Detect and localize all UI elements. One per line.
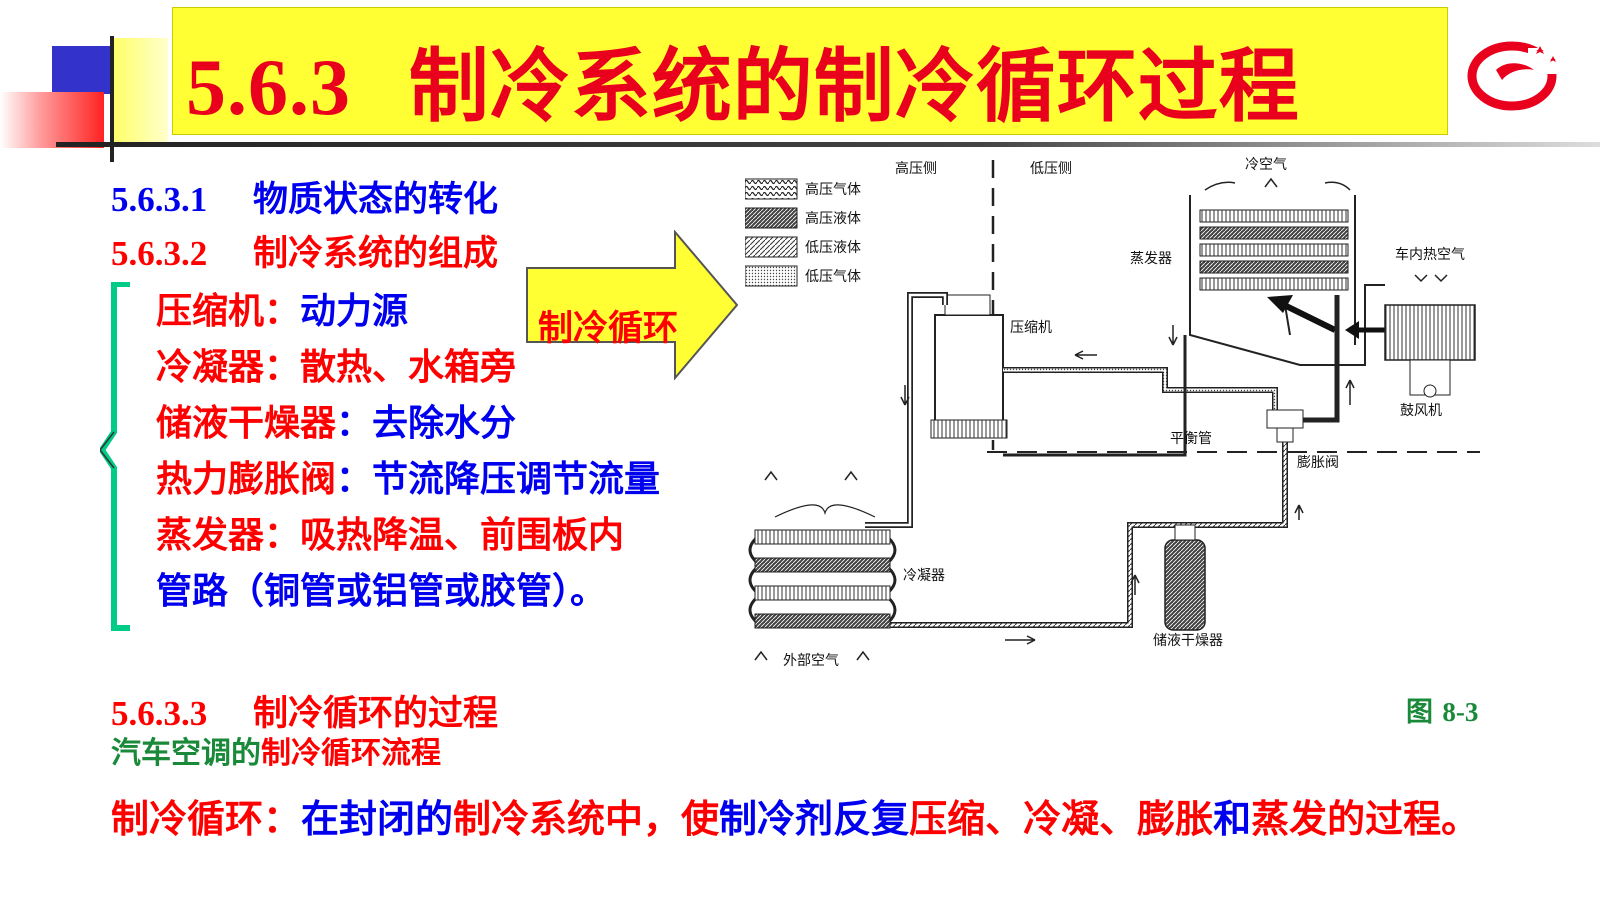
component-expansion-valve: 热力膨胀阀：节流降压调节流量 (156, 459, 661, 500)
legend-low-gas: 低压气体 (805, 269, 861, 285)
corner-deco-red (0, 92, 104, 148)
component-compressor: 压缩机：动力源 (156, 291, 409, 332)
evaporator-coil (1199, 209, 1349, 291)
section-5-6-3-1: 5.6.3.1 物质状态的转化 (111, 171, 498, 222)
legend-high-gas: 高压气体 (805, 181, 861, 198)
curly-brace (100, 282, 130, 631)
university-logo-icon (1467, 41, 1562, 111)
label-evaporator: 蒸发器 (1130, 251, 1172, 267)
label-high-side: 高压侧 (895, 160, 937, 177)
expansion-valve (1266, 409, 1304, 443)
legend-high-liquid: 高压液体 (805, 210, 861, 227)
title-number: 5.6.3 (186, 44, 351, 132)
corner-deco-blue (52, 46, 116, 94)
figure-caption: 图 8-3 (1406, 697, 1479, 728)
blower-fan (1384, 304, 1476, 398)
section-number: 5.6.3.2 (111, 234, 208, 273)
component-condenser: 冷凝器：散热、水箱旁 (156, 347, 517, 388)
refrigeration-cycle-diagram: 高压气体 高压液体 低压液体 低压气体 高压侧 低压侧 冷空气 蒸发器 车内热空… (745, 157, 1480, 669)
arrow-label: 制冷循环 (538, 309, 679, 349)
corner-deco-yellow (112, 38, 168, 146)
legend: 高压气体 高压液体 低压液体 低压气体 (745, 178, 861, 287)
title-underline (56, 142, 1600, 147)
section-label: 物质状态的转化 (253, 180, 499, 220)
cycle-arrow (526, 230, 739, 380)
label-low-side: 低压侧 (1030, 161, 1072, 177)
receiver-drier (1164, 524, 1206, 631)
title-label: 制冷系统的制冷循环过程 (408, 40, 1300, 133)
label-compressor: 压缩机 (1010, 320, 1052, 336)
cycle-definition: 制冷循环：在封闭的制冷系统中，使制冷剂反复压缩、冷凝、膨胀和蒸发的过程。 (111, 797, 1480, 841)
label-condenser: 冷凝器 (903, 568, 945, 584)
component-evaporator: 蒸发器：吸热降温、前围板内 (156, 515, 625, 556)
section-label: 制冷循环的过程 (253, 694, 499, 734)
corner-vertical-line (110, 36, 114, 162)
label-cabin-hot-air: 车内热空气 (1395, 246, 1465, 263)
label-expansion-valve: 膨胀阀 (1297, 454, 1339, 471)
section-5-6-3-3: 5.6.3.3 制冷循环的过程 (111, 685, 498, 736)
label-balance-tube: 平衡管 (1170, 431, 1212, 447)
label-outside-air: 外部空气 (783, 653, 839, 669)
component-piping: 管路（铜管或铝管或胶管）。 (156, 571, 607, 612)
label-blower: 鼓风机 (1400, 403, 1442, 419)
label-cold-air: 冷空气 (1245, 157, 1287, 173)
section-label: 制冷系统的组成 (253, 234, 499, 274)
section-number: 5.6.3.3 (111, 694, 208, 733)
compressor (930, 294, 1008, 439)
label-receiver-drier: 储液干燥器 (1153, 633, 1223, 649)
subtitle: 汽车空调的制冷循环流程 (111, 736, 441, 771)
title-box (172, 7, 1448, 135)
section-5-6-3-2: 5.6.3.2 制冷系统的组成 (111, 225, 498, 276)
section-number: 5.6.3.1 (111, 180, 208, 219)
slide-title: 5.6.3 制冷系统的制冷循环过程 (186, 22, 1300, 138)
legend-low-liquid: 低压液体 (805, 240, 861, 256)
component-receiver-drier: 储液干燥器：去除水分 (156, 403, 517, 444)
condenser-coil (748, 504, 897, 629)
